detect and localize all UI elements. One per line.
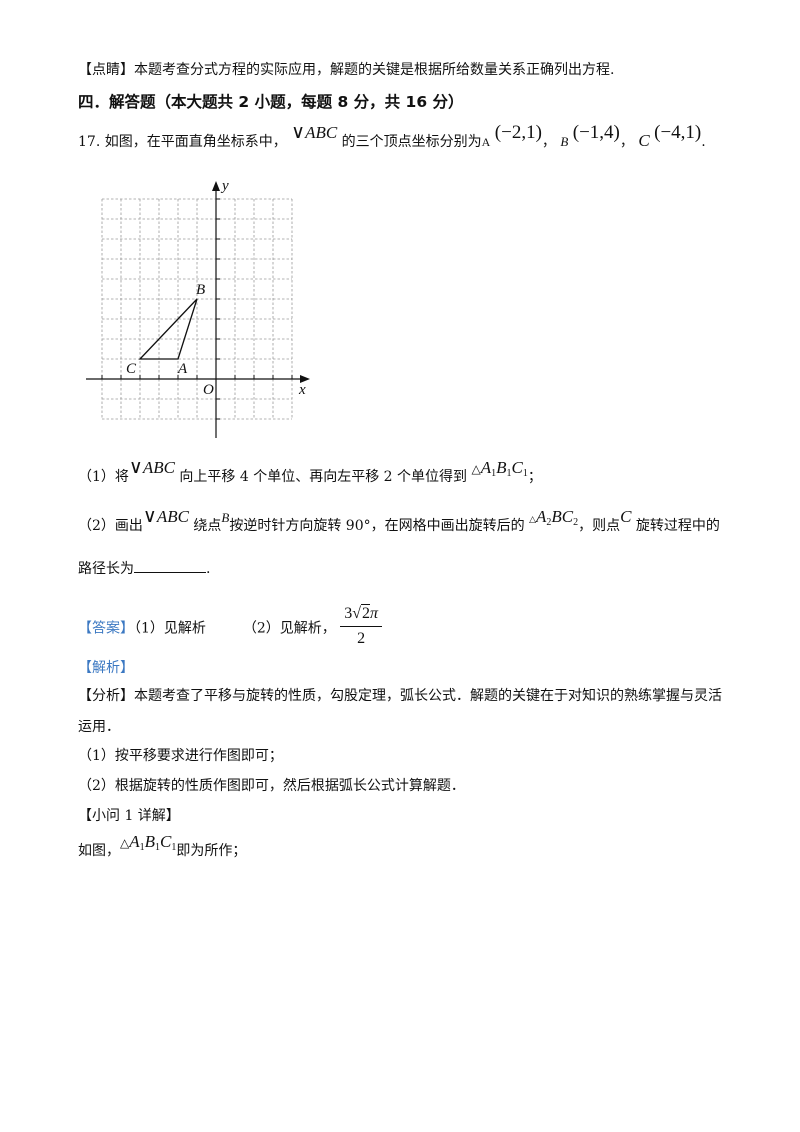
triangle-symbol: △ [529, 515, 536, 525]
vertex: C [511, 458, 523, 477]
part-2-label: （2）画出 [78, 518, 143, 534]
point-a-label: A [481, 135, 491, 149]
triangle-symbol: ∨ [291, 122, 306, 143]
vertex-label-c: C [126, 361, 137, 377]
denominator: 2 [357, 630, 366, 647]
analysis-fenxi: 【分析】本题考查了平移与旋转的性质，勾股定理，弧长公式．解题的关键在于对知识的熟… [78, 686, 722, 706]
subscript: 2 [546, 517, 552, 528]
vertex-label-a: A [177, 361, 188, 377]
period: . [701, 134, 706, 150]
answer-part-2: （2）见解析， [242, 620, 336, 637]
vertex: C [160, 832, 172, 851]
origin-label: O [203, 382, 214, 398]
vertex: C [561, 507, 574, 526]
vertex: A [129, 832, 140, 851]
axes [86, 186, 304, 438]
answer-blank [134, 558, 206, 573]
vertex-label-b: B [196, 282, 205, 298]
subscript: 1 [491, 468, 497, 479]
question-part-2-line-2: 路径长为. [78, 558, 210, 579]
question-number: 17. [78, 134, 101, 150]
part-2-text: 绕点 [193, 518, 222, 534]
x-axis-arrow-icon [300, 375, 310, 383]
analysis-step-2: （2）根据旋转的性质作图即可，然后根据弧长公式计算解题． [78, 778, 465, 794]
part-2-text: 按逆时针方向旋转 90°，在网格中画出旋转后的 [229, 518, 525, 534]
triangle-abc [138, 298, 198, 360]
answer-tag: 【答案】 [78, 620, 134, 637]
part-1-text: 向上平移 4 个单位、再向左平移 2 个单位得到 [179, 469, 468, 485]
result-triangle: △A1B1C1 [471, 458, 528, 479]
point-b-coord: (−1,4) [572, 122, 620, 143]
detail-post: 即为所作； [176, 843, 247, 859]
subscript: 1 [155, 842, 161, 853]
vertex: B [496, 458, 507, 477]
subscript: 2 [573, 517, 579, 528]
triangle-symbol: △ [471, 462, 481, 476]
pivot-point: B [221, 510, 230, 525]
analysis-fenxi-cont: 运用． [78, 719, 120, 735]
radicand: 2 [360, 604, 370, 622]
part-1-label: （1）将 [78, 469, 129, 485]
intro-text: 如图，在平面直角坐标系中， [104, 134, 287, 150]
detail-line: 如图，△A1B1C1即为所作； [78, 832, 247, 866]
point-c-coord: (−4,1) [654, 122, 702, 143]
fenxi-text: 本题考查了平移与旋转的性质，勾股定理，弧长公式．解题的关键在于对知识的熟练掌握与… [134, 688, 722, 704]
detail-tag: 【小问 1 详解】 [78, 808, 180, 824]
point-a-coord: (−2,1) [494, 122, 542, 143]
coefficient: 3 [344, 605, 353, 622]
period: . [206, 561, 211, 577]
subscript: 1 [522, 468, 528, 479]
semicolon: ； [527, 469, 542, 485]
part-2-text: 旋转过程中的 [635, 518, 720, 534]
separator: ， [541, 134, 556, 150]
question-part-2: （2）画出∨ABC 绕点B按逆时针方向旋转 90°，在网格中画出旋转后的 △A2… [78, 507, 720, 541]
y-axis-label: y [220, 178, 229, 194]
vertex: A [536, 507, 547, 526]
grid-lines [101, 198, 293, 420]
triangle-name: ABC [305, 123, 338, 142]
x-axis-label: x [298, 382, 306, 398]
detail-pre: 如图， [78, 843, 120, 859]
triangle-symbol: △ [120, 836, 130, 850]
path-length-label: 路径长为 [78, 561, 134, 577]
question-intro: 17. 如图，在平面直角坐标系中， ∨ABC 的三个顶点坐标分别为A (−2,1… [78, 123, 706, 152]
part-2-text: ，则点 [578, 518, 621, 534]
vertex: B [144, 832, 156, 851]
triangle-symbol: ∨ [128, 457, 143, 478]
answer-part-1: （1）见解析 [134, 620, 206, 637]
subscript: 1 [506, 468, 512, 479]
intro-mid-text: 的三个顶点坐标分别为 [341, 134, 482, 150]
subscript: 1 [171, 842, 177, 853]
analysis-step-1: （1）按平移要求进行作图即可； [78, 748, 283, 764]
answer-fraction: 3√2π 2 [340, 604, 382, 649]
fenxi-tag: 【分析】 [78, 688, 134, 704]
point-c-label: C [638, 131, 650, 150]
result-triangle: △A1B1C1 [120, 832, 177, 853]
coordinate-grid-figure: B C A O x y [86, 178, 310, 438]
triangle-name: ABC [142, 458, 175, 477]
analysis-tag: 【解析】 [78, 660, 134, 676]
rotated-triangle: △A2BC2 [529, 507, 579, 528]
remark-tag: 【点睛】 [78, 62, 134, 78]
triangle-name: ABC [156, 507, 189, 526]
answer-line: 【答案】（1）见解析 （2）见解析， 3√2π 2 [78, 604, 382, 651]
vertex: A [480, 458, 492, 477]
point-c: C [620, 507, 632, 526]
question-part-1: （1）将∨ABC 向上平移 4 个单位、再向左平移 2 个单位得到 △A1B1C… [78, 458, 542, 492]
pi-symbol: π [369, 605, 378, 622]
vertex: B [551, 507, 562, 526]
triangle-symbol: ∨ [142, 506, 157, 527]
point-b-label: B [560, 134, 569, 149]
y-axis-arrow-icon [212, 181, 220, 191]
separator: ， [619, 134, 634, 150]
remark-line: 【点睛】本题考查分式方程的实际应用，解题的关键是根据所给数量关系正确列出方程. [78, 60, 614, 80]
remark-text: 本题考查分式方程的实际应用，解题的关键是根据所给数量关系正确列出方程. [134, 62, 615, 78]
subscript: 1 [139, 842, 145, 853]
section-title: 四．解答题（本大题共 2 小题，每题 8 分，共 16 分） [78, 93, 464, 111]
